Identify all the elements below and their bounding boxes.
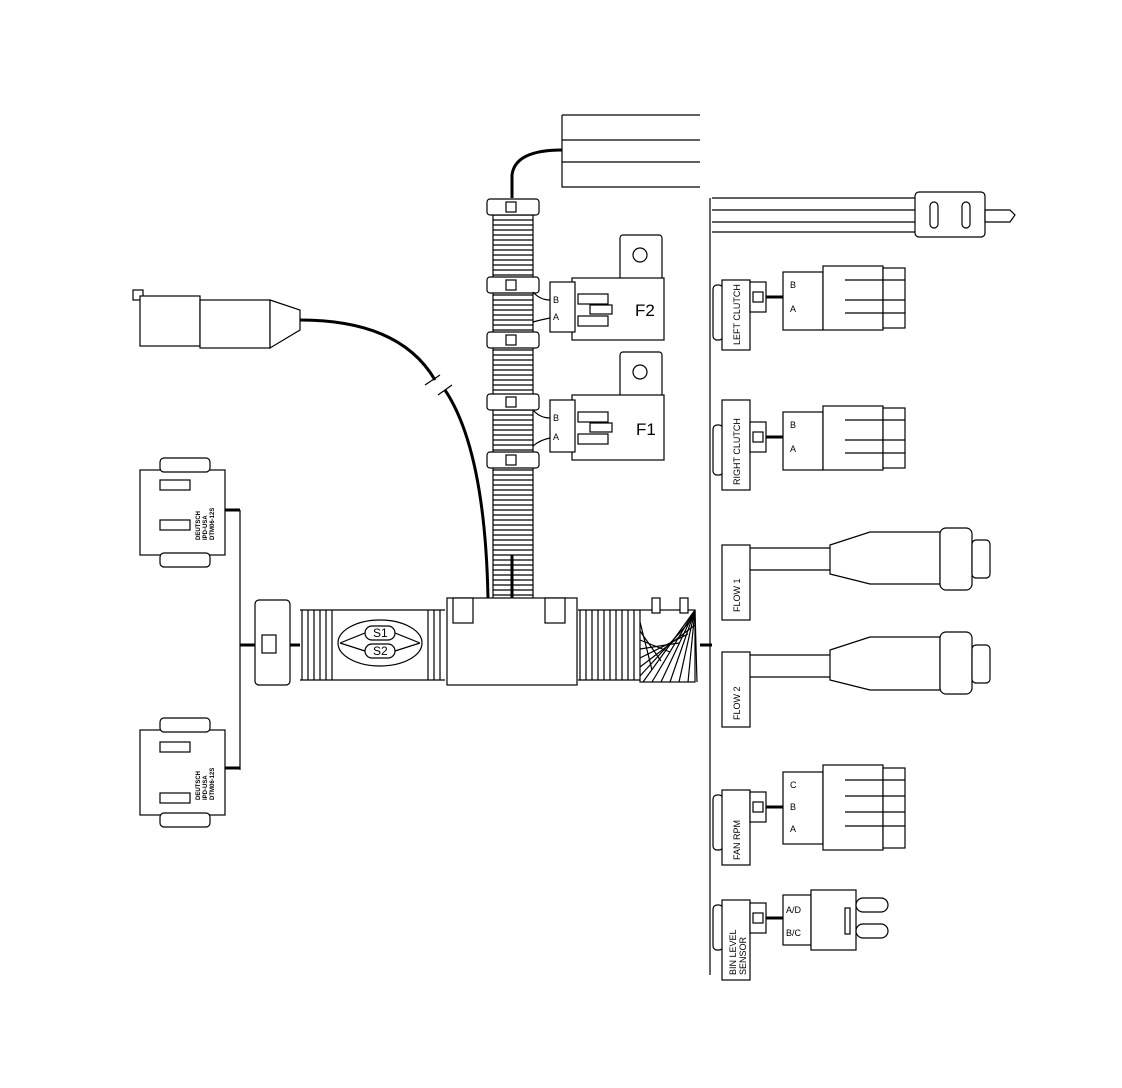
deutsch-label: DTM06-12S bbox=[210, 508, 216, 540]
deutsch-connector-top: DEUTSCH IPD-USA DTM06-12S bbox=[139, 457, 226, 568]
deutsch-branch: DEUTSCH IPD-USA DTM06-12S DEUTSCH IPD-US… bbox=[139, 457, 241, 828]
connector-label: SENSOR bbox=[738, 936, 748, 975]
connector-label: LEFT CLUTCH bbox=[732, 284, 742, 345]
conduit-clamps bbox=[486, 198, 540, 469]
pin-label: B bbox=[790, 280, 796, 290]
right-clutch-connector: RIGHT CLUTCH B A bbox=[712, 399, 906, 491]
pin-label: A bbox=[553, 312, 559, 322]
splice-label-s2: S2 bbox=[373, 644, 388, 658]
deutsch-label: DTM06-12S bbox=[210, 768, 216, 800]
remote-connector bbox=[132, 289, 490, 599]
pin-label: B bbox=[553, 413, 559, 423]
deutsch-label: DEUTSCH bbox=[196, 771, 202, 800]
fuse-label-f2: F2 bbox=[635, 301, 655, 320]
connector-label: FAN RPM bbox=[732, 820, 742, 860]
pin-label: B/C bbox=[786, 928, 802, 938]
pin-label: A bbox=[790, 444, 796, 454]
main-harness: S1 S2 bbox=[240, 597, 712, 686]
flow-1-sensor-connector: FLOW 1 bbox=[721, 527, 991, 621]
fuse-holder-f1: F1 B A bbox=[532, 351, 665, 461]
pin-label: A bbox=[790, 824, 796, 834]
deutsch-connector-bottom: DEUTSCH IPD-USA DTM06-12S bbox=[139, 717, 226, 828]
deutsch-label: IPD-USA bbox=[203, 515, 209, 540]
pin-label: C bbox=[790, 780, 797, 790]
pin-label: B bbox=[790, 802, 796, 812]
pin-label: A/D bbox=[786, 905, 802, 915]
bin-level-sensor-connector: BIN LEVEL SENSOR A/D B/C bbox=[712, 889, 889, 981]
connector-label: BIN LEVEL bbox=[728, 929, 738, 975]
pin-label: B bbox=[790, 420, 796, 430]
top-connector-block bbox=[510, 114, 700, 198]
flow-2-sensor-connector: FLOW 2 bbox=[721, 631, 991, 728]
pin-label: A bbox=[790, 304, 796, 314]
deutsch-label: IPD-USA bbox=[203, 775, 209, 800]
pin-label: B bbox=[553, 295, 559, 305]
deutsch-label: DEUTSCH bbox=[196, 511, 202, 540]
right-trunk bbox=[709, 191, 1016, 975]
fuse-label-f1: F1 bbox=[636, 420, 656, 439]
pin-label: A bbox=[553, 432, 559, 442]
fuse-holder-f2: F2 B A bbox=[532, 234, 665, 341]
connector-label: RIGHT CLUTCH bbox=[732, 418, 742, 485]
connector-label: FLOW 2 bbox=[732, 686, 742, 720]
connector-label: FLOW 1 bbox=[732, 578, 742, 612]
splice-label-s1: S1 bbox=[373, 626, 388, 640]
left-clutch-connector: LEFT CLUTCH B A bbox=[712, 265, 906, 351]
fan-rpm-connector: FAN RPM C B A bbox=[712, 764, 906, 866]
